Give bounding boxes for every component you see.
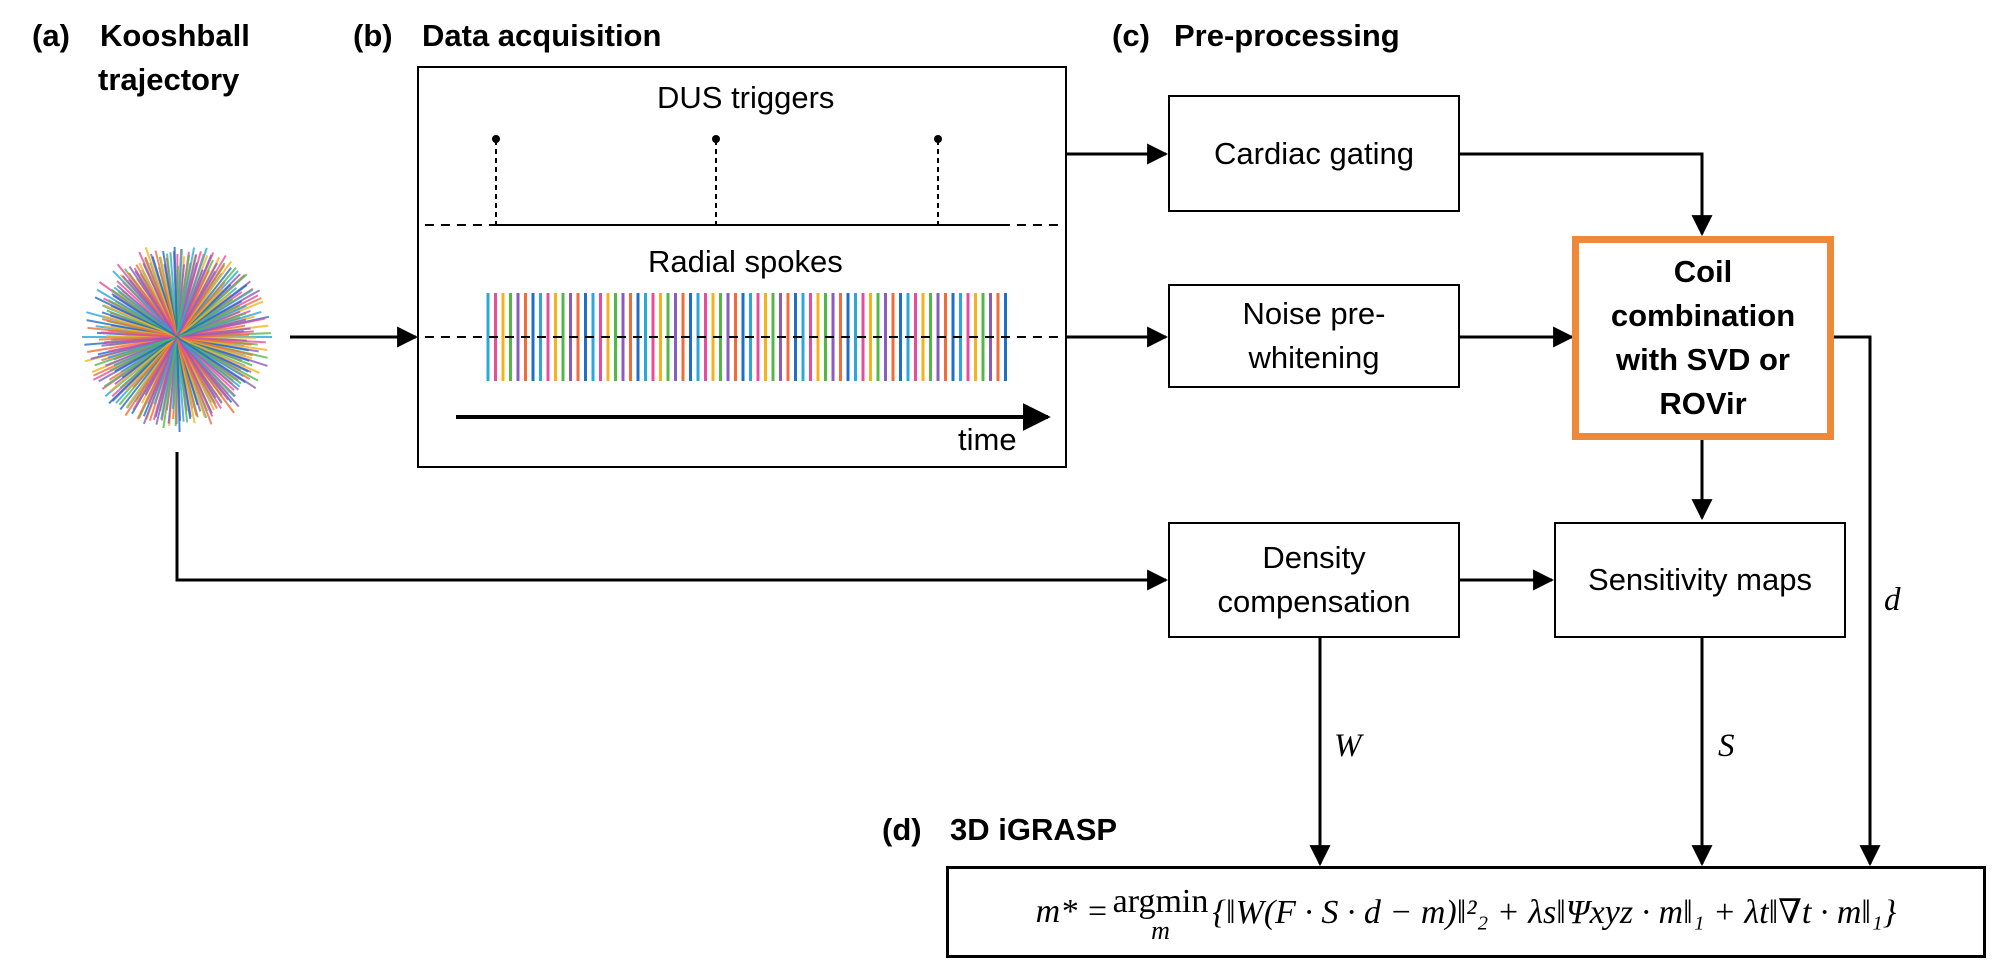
kooshball-trajectory-image	[82, 246, 272, 433]
cardiac-gating-box: Cardiac gating	[1168, 95, 1460, 212]
trigger-pulse-3	[934, 135, 942, 225]
density-compensation-label-line1: Density	[1262, 540, 1366, 575]
edge-label-s: S	[1718, 728, 1735, 764]
kooshball-spoke	[94, 312, 247, 367]
section-a-title-line2: trajectory	[98, 62, 240, 97]
trigger-pulse-2	[712, 135, 720, 225]
kooshball-spoke	[111, 293, 246, 384]
coil-combination-box: Coil combination with SVD or ROVir	[1572, 236, 1834, 440]
section-d-tag: (d)	[882, 812, 922, 847]
section-c-tag: (c)	[1112, 18, 1150, 53]
kooshball-spoke	[144, 262, 218, 396]
noise-prewhitening-label-line1: Noise pre-	[1242, 296, 1386, 331]
kooshball-spoke	[101, 331, 266, 344]
coil-combination-label-line3: with SVD or	[1616, 342, 1790, 377]
formula-argmin-text: argmin	[1112, 883, 1209, 920]
kooshball-spoke	[153, 247, 208, 405]
formula-argmin-sub: m	[1151, 916, 1170, 945]
edge-label-w: W	[1334, 728, 1362, 764]
sensitivity-maps-label: Sensitivity maps	[1588, 562, 1812, 597]
noise-prewhitening-box: Noise pre- whitening	[1168, 284, 1460, 388]
formula-body: {‖W(F · S · d − m)‖²₂ + λs‖Ψxyz · m‖₁ + …	[1212, 894, 1897, 931]
section-a-title-line1: Kooshball	[100, 18, 250, 53]
formula-argmin: argmin m	[1112, 883, 1209, 945]
coil-combination-label-line4: ROVir	[1659, 386, 1747, 421]
edge-label-d: d	[1884, 582, 1901, 618]
section-a-tag: (a)	[32, 18, 70, 53]
cardiac-gating-label: Cardiac gating	[1214, 135, 1414, 171]
formula-lhs: m* =	[1035, 893, 1109, 930]
trigger-pulse-1	[492, 135, 500, 225]
sensitivity-maps-box: Sensitivity maps	[1554, 522, 1846, 638]
arrow-cardiac-to-coil	[1460, 152, 1713, 237]
section-d-title: 3D iGRASP	[950, 812, 1118, 847]
section-b-tag: (b)	[353, 18, 393, 53]
arrow-trajectory-to-density	[175, 452, 1169, 591]
section-b-title: Data acquisition	[422, 18, 662, 53]
time-axis-label: time	[958, 422, 1017, 457]
noise-prewhitening-label-line2: whitening	[1248, 340, 1380, 375]
kooshball-spoke	[154, 250, 198, 416]
arrow-coil-to-formula-d	[1834, 335, 1881, 867]
density-compensation-label-line2: compensation	[1217, 584, 1411, 619]
kooshball-spoke	[109, 292, 232, 392]
section-c-title: Pre-processing	[1174, 18, 1400, 53]
coil-combination-label-line1: Coil	[1673, 254, 1733, 289]
density-compensation-box: Density compensation	[1168, 522, 1460, 638]
radial-spokes-label: Radial spokes	[648, 244, 843, 279]
acquisition-frame	[417, 66, 1067, 468]
dus-triggers-label: DUS triggers	[657, 80, 835, 115]
igrasp-formula-box: m* = argmin m {‖W(F · S · d − m)‖²₂ + λs…	[946, 866, 1986, 958]
coil-combination-label-line2: combination	[1610, 298, 1796, 333]
